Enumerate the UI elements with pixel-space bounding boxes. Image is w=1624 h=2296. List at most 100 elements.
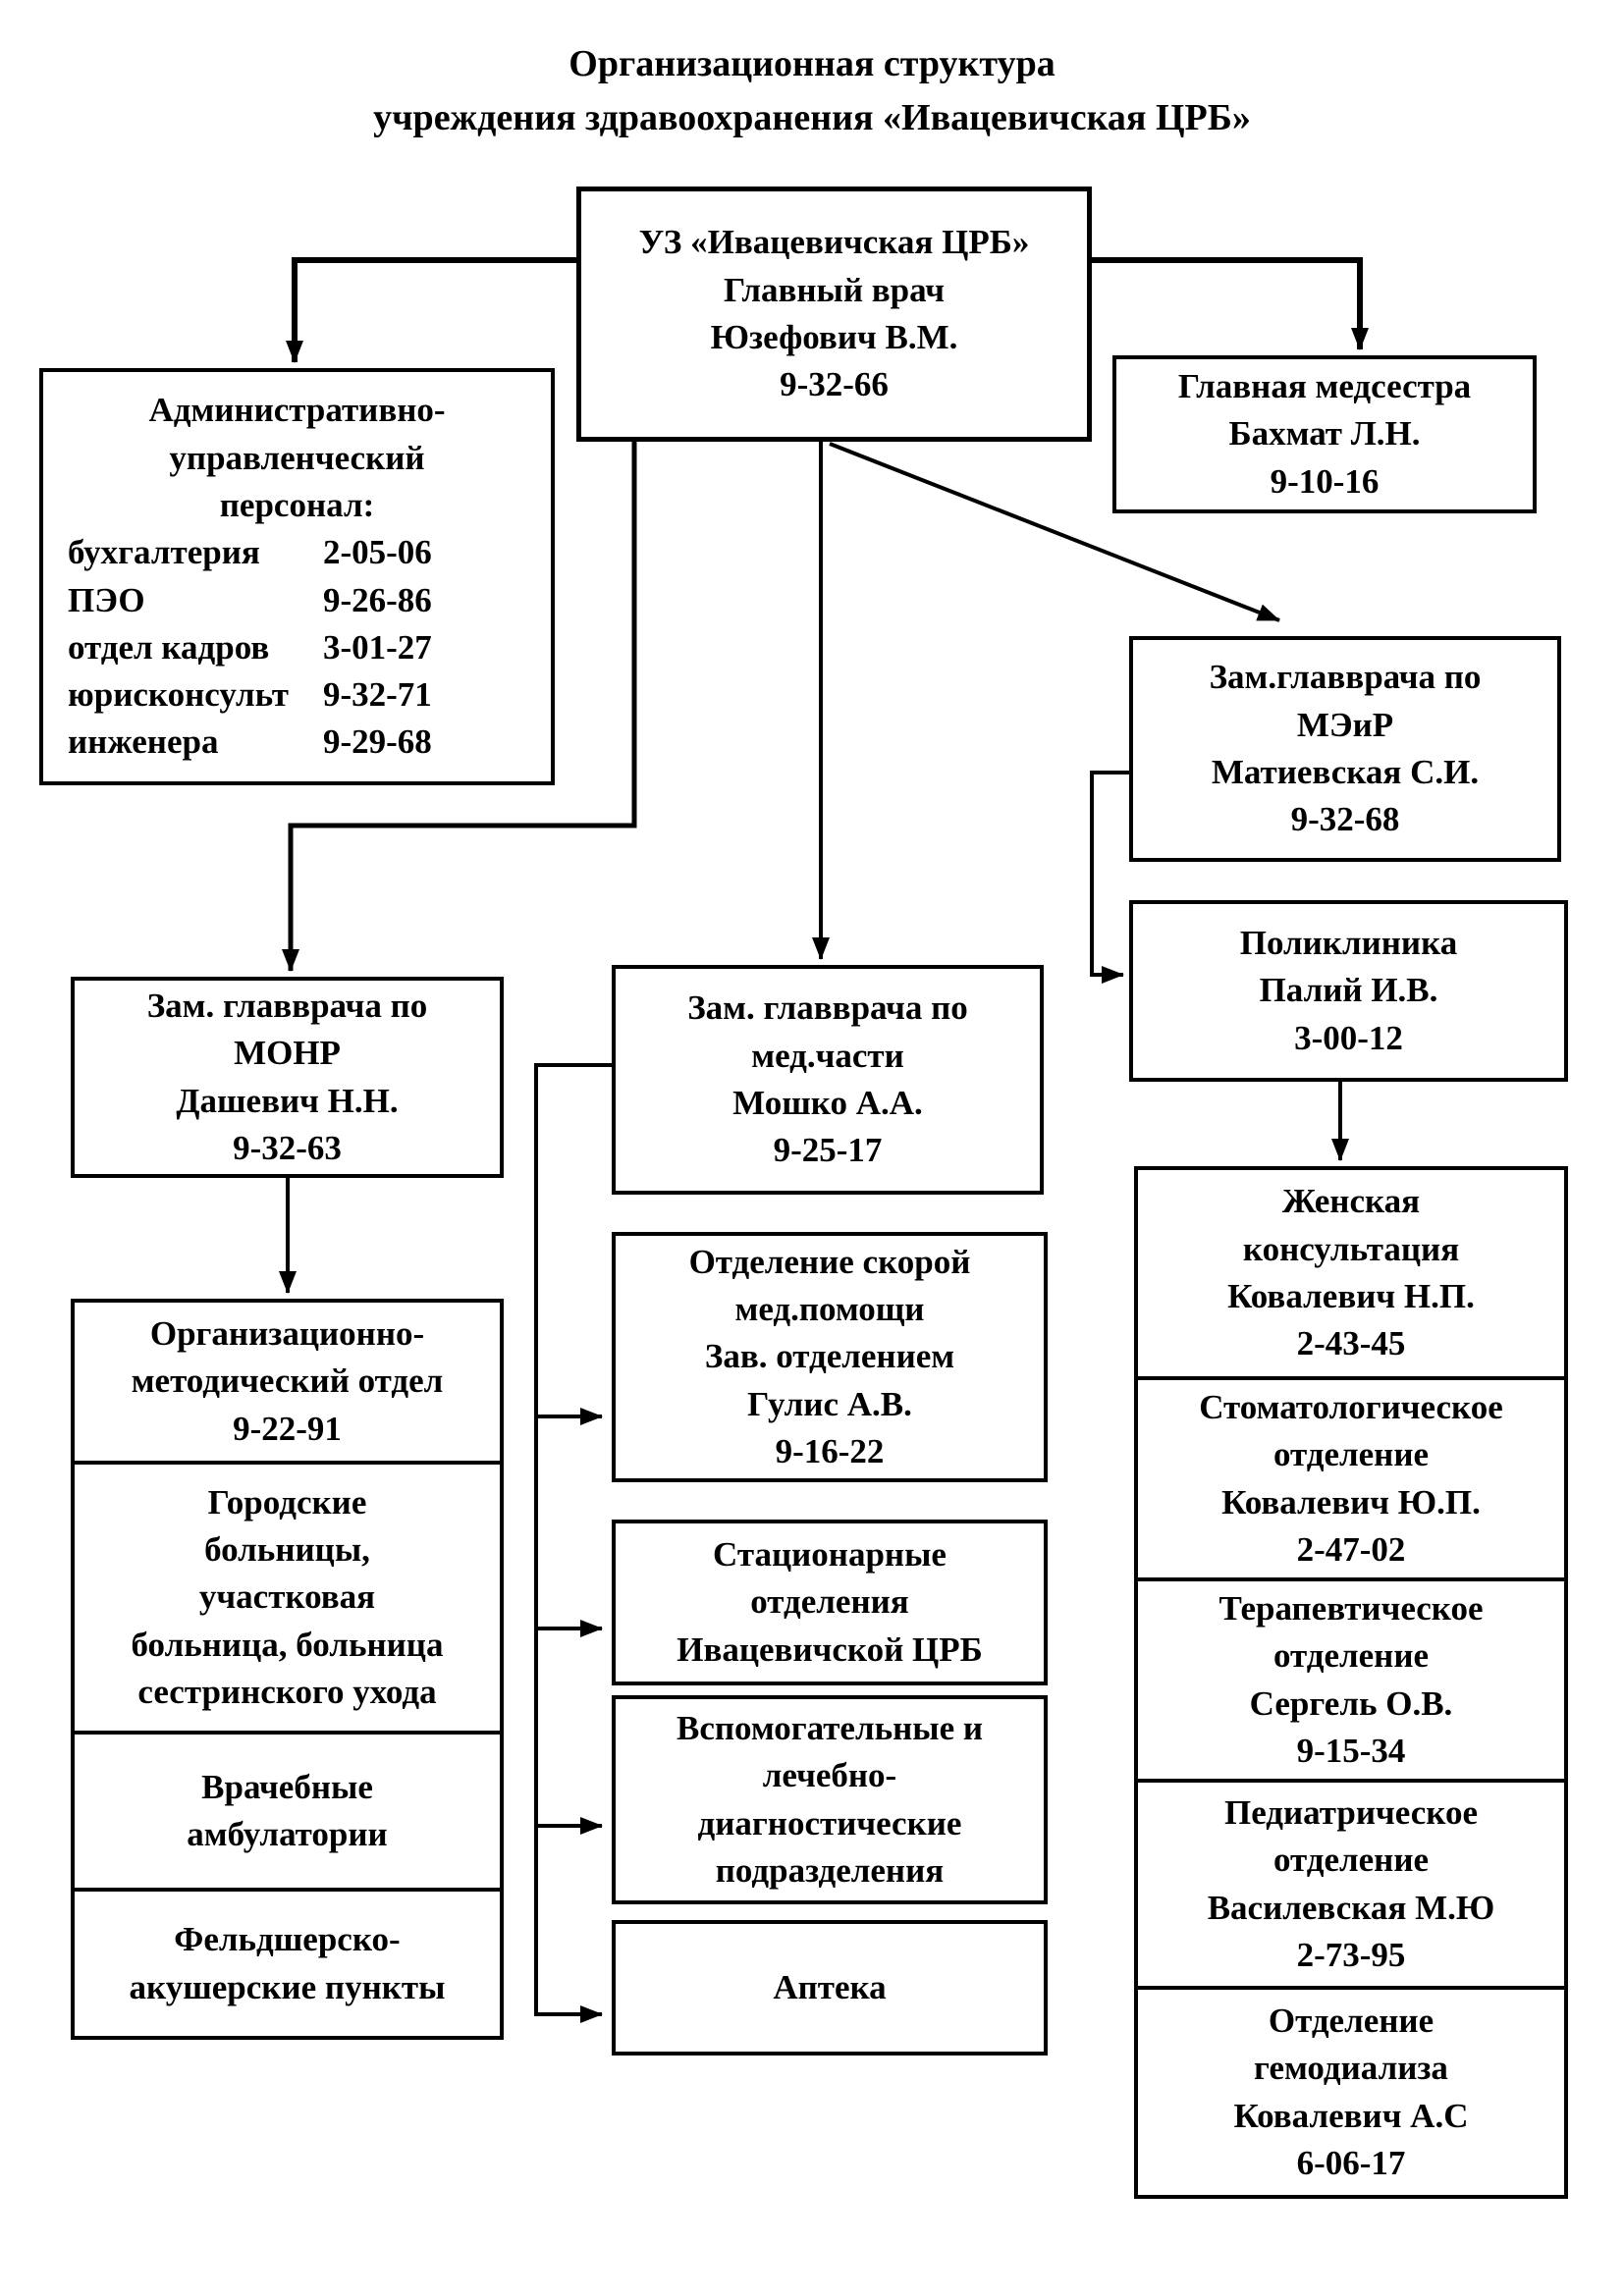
left-cell-line: участковая (198, 1577, 376, 1617)
left-cell-hospitals: Городские больницы, участковая больница,… (75, 1461, 500, 1731)
left-column: Организационно- методический отдел 9-22-… (71, 1299, 504, 2040)
box-inpatient-line: Стационарные (713, 1535, 947, 1575)
admin-row-label: отдел кадров (68, 627, 270, 667)
box-head-nurse-line: Главная медсестра (1177, 367, 1472, 406)
admin-row: бухгалтерия 2-05-06 (68, 529, 541, 576)
right-cell-line: Отделение (1268, 2001, 1435, 2040)
right-cell-line: отделение (1272, 1841, 1430, 1880)
right-cell-womens-consultation: Женская консультация Ковалевич Н.П. 2-43… (1138, 1170, 1564, 1376)
box-main-line: 9-32-66 (780, 365, 889, 404)
box-meir-line: МЭиР (1296, 705, 1394, 744)
admin-row-label: юрисконсульт (68, 675, 289, 715)
left-cell-line: акушерские пункты (129, 1967, 446, 2006)
admin-row-phone: 9-29-68 (323, 722, 432, 762)
left-cell-line: Фельдшерско- (174, 1920, 401, 1959)
box-meir: Зам.главврача по МЭиР Матиевская С.И. 9-… (1129, 636, 1561, 862)
admin-rows: бухгалтерия 2-05-06 ПЭО 9-26-86 отдел ка… (43, 529, 551, 766)
box-monr-line: Зам. главврача по (146, 986, 428, 1025)
connector-med-part-trunk (534, 1063, 612, 2023)
admin-title-line: Административно- (148, 391, 446, 430)
admin-row-label: инженера (68, 722, 219, 762)
right-cell-line: Василевская М.Ю (1207, 1888, 1495, 1927)
left-cell-ambulatories: Врачебные амбулатории (75, 1731, 500, 1888)
right-column: Женская консультация Ковалевич Н.П. 2-43… (1134, 1166, 1568, 2199)
right-cell-line: гемодиализа (1254, 2049, 1448, 2088)
right-cell-line: консультация (1242, 1229, 1460, 1268)
box-ambulance-line: Отделение скорой (688, 1242, 971, 1281)
box-auxiliary: Вспомогательные и лечебно- диагностическ… (612, 1695, 1048, 1904)
left-cell-line: 9-22-91 (233, 1409, 342, 1448)
admin-title-line: управленческий (169, 438, 425, 477)
right-cell-line: Ковалевич Ю.П. (1221, 1482, 1481, 1522)
right-cell-line: Ковалевич А.С (1233, 2096, 1469, 2135)
connector-main-to-admin (286, 257, 576, 363)
box-inpatient: Стационарные отделения Ивацевичской ЦРБ (612, 1520, 1048, 1685)
right-cell-line: 6-06-17 (1296, 2143, 1406, 2182)
box-med-part-line: Мошко А.А. (732, 1084, 923, 1122)
box-ambulance-line: Зав. отделением (704, 1337, 955, 1376)
right-cell-line: Терапевтическое (1218, 1588, 1484, 1628)
connector-meir-to-polyclinic (1090, 771, 1129, 984)
box-head-nurse: Главная медсестра Бахмат Л.Н. 9-10-16 (1112, 355, 1537, 513)
left-cell-line: сестринского ухода (137, 1672, 437, 1711)
admin-row: отдел кадров 3-01-27 (68, 624, 541, 671)
box-inpatient-line: отделения (750, 1582, 909, 1622)
admin-title-line: персонал: (219, 485, 375, 524)
left-cell-line: Организационно- (149, 1314, 425, 1354)
right-cell-line: Женская (1281, 1182, 1421, 1221)
admin-row: ПЭО 9-26-86 (68, 577, 541, 624)
left-cell-line: больница, больница (131, 1625, 444, 1664)
right-cell-line: 2-43-45 (1296, 1324, 1406, 1363)
box-polyclinic: Поликлиника Палий И.В. 3-00-12 (1129, 900, 1568, 1082)
box-med-part-line: Зам. главврача по (687, 988, 968, 1028)
admin-row-phone: 2-05-06 (323, 533, 432, 572)
right-cell-line: 9-15-34 (1296, 1731, 1406, 1770)
right-cell-therapeutic: Терапевтическое отделение Сергель О.В. 9… (1138, 1577, 1564, 1779)
box-auxiliary-line: подразделения (715, 1850, 945, 1890)
box-main: УЗ «Ивацевичская ЦРБ» Главный врач Юзефо… (576, 187, 1092, 442)
box-monr-line: МОНР (234, 1034, 341, 1073)
box-admin: Административно- управленческий персонал… (39, 368, 555, 785)
box-head-nurse-line: 9-10-16 (1270, 461, 1380, 501)
admin-row: юрисконсульт 9-32-71 (68, 671, 541, 719)
box-ambulance-line: Гулис А.В. (747, 1384, 912, 1423)
admin-row-phone: 9-26-86 (323, 580, 432, 619)
right-cell-line: 2-47-02 (1296, 1529, 1406, 1569)
box-auxiliary-line: диагностические (697, 1803, 962, 1842)
box-polyclinic-line: 3-00-12 (1294, 1018, 1403, 1057)
box-ambulance: Отделение скорой мед.помощи Зав. отделен… (612, 1232, 1048, 1482)
box-main-line: Главный врач (724, 270, 945, 309)
right-cell-line: Педиатрическое (1224, 1792, 1478, 1832)
admin-row-label: бухгалтерия (68, 533, 260, 572)
left-cell-line: больницы, (204, 1530, 370, 1570)
right-cell-line: Ковалевич Н.П. (1227, 1277, 1475, 1315)
box-inpatient-line: Ивацевичской ЦРБ (677, 1629, 983, 1669)
right-cell-pediatric: Педиатрическое отделение Василевская М.Ю… (1138, 1779, 1564, 1986)
box-main-line: УЗ «Ивацевичская ЦРБ» (638, 223, 1030, 262)
box-ambulance-line: мед.помощи (734, 1290, 925, 1329)
admin-row-label: ПЭО (68, 580, 145, 619)
left-cell-line: методический отдел (131, 1362, 444, 1401)
box-main-line: Юзефович В.М. (710, 318, 958, 356)
right-cell-line: отделение (1272, 1636, 1430, 1676)
left-cell-org-method: Организационно- методический отдел 9-22-… (75, 1303, 500, 1461)
box-med-part-line: мед.части (751, 1036, 904, 1075)
right-cell-line: Сергель О.В. (1249, 1683, 1453, 1723)
box-head-nurse-line: Бахмат Л.Н. (1228, 414, 1421, 454)
box-meir-line: 9-32-68 (1290, 800, 1400, 839)
box-meir-line: Матиевская С.И. (1211, 753, 1480, 791)
box-meir-line: Зам.главврача по (1209, 658, 1482, 697)
left-cell-line: Городские (207, 1482, 367, 1522)
box-ambulance-line: 9-16-22 (775, 1431, 885, 1470)
left-cell-line: Врачебные (201, 1767, 373, 1806)
left-cell-feldsher-points: Фельдшерско- акушерские пункты (75, 1888, 500, 2036)
box-med-part: Зам. главврача по мед.части Мошко А.А. 9… (612, 965, 1044, 1195)
box-med-part-line: 9-25-17 (773, 1131, 883, 1170)
left-cell-line: амбулатории (187, 1815, 388, 1853)
right-cell-line: отделение (1272, 1435, 1430, 1474)
right-cell-line: Стоматологическое (1199, 1387, 1503, 1426)
title-line-2: учреждения здравоохранения «Ивацевичская… (373, 97, 1251, 139)
box-auxiliary-line: лечебно- (762, 1756, 897, 1795)
diagram-title: Организационная структура учреждения здр… (0, 37, 1624, 145)
